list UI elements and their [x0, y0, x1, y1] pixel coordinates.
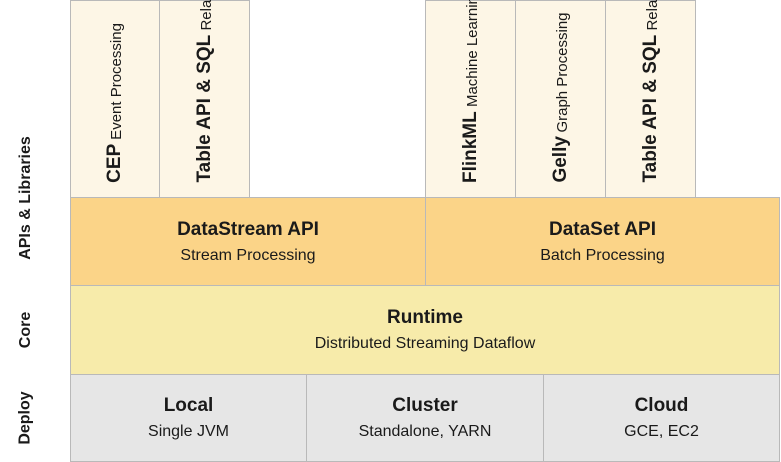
library-table-api-batch: Table API & SQL Relational [605, 0, 696, 198]
side-label-deploy: Deploy [6, 375, 46, 460]
library-flinkml-text: FlinkML Machine Learning [460, 0, 482, 183]
core-runtime-title: Runtime [387, 307, 463, 328]
deploy-cluster: Cluster Standalone, YARN [306, 374, 544, 462]
deploy-local-title: Local [163, 395, 214, 416]
library-cep-title: CEP [104, 143, 125, 183]
library-table-api-stream-title: Table API & SQL [193, 35, 215, 183]
api-datastream: DataStream API Stream Processing [70, 197, 426, 286]
library-gelly: Gelly Graph Processing [515, 0, 606, 198]
deploy-local: Local Single JVM [70, 374, 307, 462]
library-table-api-stream-text: Table API & SQL Relational [194, 0, 216, 183]
api-datastream-subtitle: Stream Processing [180, 246, 316, 264]
library-flinkml: FlinkML Machine Learning [425, 0, 516, 198]
library-cep-subtitle: Event Processing [108, 23, 125, 140]
deploy-cluster-subtitle: Standalone, YARN [358, 423, 492, 440]
api-dataset-subtitle: Batch Processing [540, 246, 665, 264]
api-dataset: DataSet API Batch Processing [425, 197, 780, 286]
core-runtime: Runtime Distributed Streaming Dataflow [70, 285, 780, 375]
library-table-api-batch-subtitle: Relational [644, 0, 662, 31]
library-gelly-title: Gelly [549, 136, 571, 183]
api-dataset-title: DataSet API [549, 218, 656, 240]
library-cep: CEP Event Processing [70, 0, 160, 198]
library-table-api-stream-subtitle: Relational [198, 0, 216, 31]
library-table-api-batch-title: Table API & SQL [639, 35, 661, 183]
library-gelly-text: Gelly Graph Processing [550, 12, 572, 183]
side-label-core: Core [6, 290, 46, 370]
side-label-apis-libraries-text: APIs & Libraries [17, 135, 35, 260]
library-cep-text: CEP Event Processing [104, 23, 126, 183]
side-label-deploy-text: Deploy [17, 390, 34, 445]
deploy-local-subtitle: Single JVM [148, 423, 229, 440]
library-table-api-batch-text: Table API & SQL Relational [640, 0, 662, 183]
library-flinkml-subtitle: Machine Learning [463, 0, 481, 108]
deploy-cluster-title: Cluster [392, 395, 458, 416]
library-gelly-subtitle: Graph Processing [553, 12, 571, 133]
api-datastream-title: DataStream API [177, 218, 319, 240]
library-flinkml-title: FlinkML [459, 111, 481, 183]
deploy-cloud-title: Cloud [634, 395, 689, 416]
side-label-apis-libraries: APIs & Libraries [6, 110, 46, 285]
deploy-cloud: Cloud GCE, EC2 [543, 374, 780, 462]
library-table-api-stream: Table API & SQL Relational [159, 0, 250, 198]
deploy-cloud-subtitle: GCE, EC2 [624, 423, 699, 440]
side-label-core-text: Core [16, 311, 34, 349]
core-runtime-subtitle: Distributed Streaming Dataflow [314, 335, 536, 352]
